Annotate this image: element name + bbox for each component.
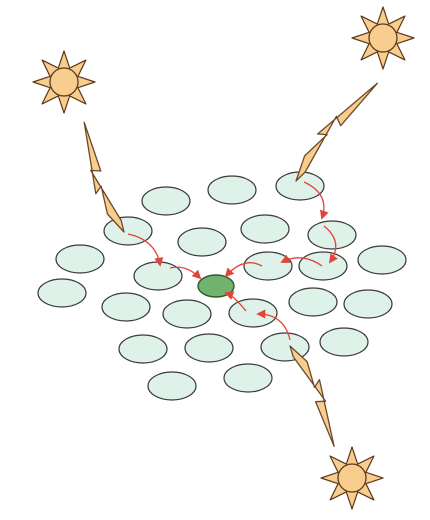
energy-transfer-arrow-5 — [280, 254, 323, 267]
antenna-pigment-24 — [223, 363, 273, 393]
light-source-group — [32, 6, 415, 510]
lightning-bolt-icon-1 — [83, 121, 125, 233]
antenna-pigment-22 — [319, 327, 369, 357]
antenna-pigment-13 — [37, 278, 87, 308]
antenna-pigment-8 — [55, 244, 105, 274]
antenna-pigment-15 — [162, 299, 212, 329]
antenna-pigment-17 — [288, 287, 338, 317]
sun-icon — [320, 446, 384, 510]
antenna-pigment-18 — [343, 289, 393, 319]
energy-transfer-arrow-1 — [127, 233, 164, 267]
antenna-pigment-10 — [243, 251, 293, 281]
incident-light-group — [83, 82, 378, 447]
antenna-pigment-2 — [207, 175, 257, 205]
antenna-pigment-20 — [184, 333, 234, 363]
energy-transfer-arrow-6 — [224, 262, 263, 278]
antenna-pigment-11 — [298, 251, 348, 281]
energy-transfer-arrow-8 — [224, 291, 247, 312]
antenna-pigment-12 — [357, 245, 407, 275]
antenna-pigment-1 — [141, 186, 191, 216]
antenna-pigment-19 — [118, 334, 168, 364]
lightning-bolt-icon-2 — [295, 82, 378, 182]
antenna-pigment-9 — [133, 261, 183, 291]
sun-icon — [32, 50, 96, 114]
antenna-pigment-23 — [147, 371, 197, 401]
energy-transfer-arrow-3 — [303, 181, 329, 220]
energy-transfer-group — [127, 181, 338, 341]
antenna-pigment-16 — [228, 298, 278, 328]
antenna-pigment-5 — [177, 227, 227, 257]
antenna-complex — [37, 171, 407, 401]
energy-transfer-arrow-2 — [169, 266, 202, 280]
antenna-pigment-14 — [101, 292, 151, 322]
antenna-pigment-6 — [240, 214, 290, 244]
lightning-bolt-icon-3 — [289, 345, 335, 447]
energy-transfer-arrow-7 — [256, 309, 291, 341]
sun-icon — [351, 6, 415, 70]
energy-transfer-arrow-4 — [323, 225, 338, 264]
